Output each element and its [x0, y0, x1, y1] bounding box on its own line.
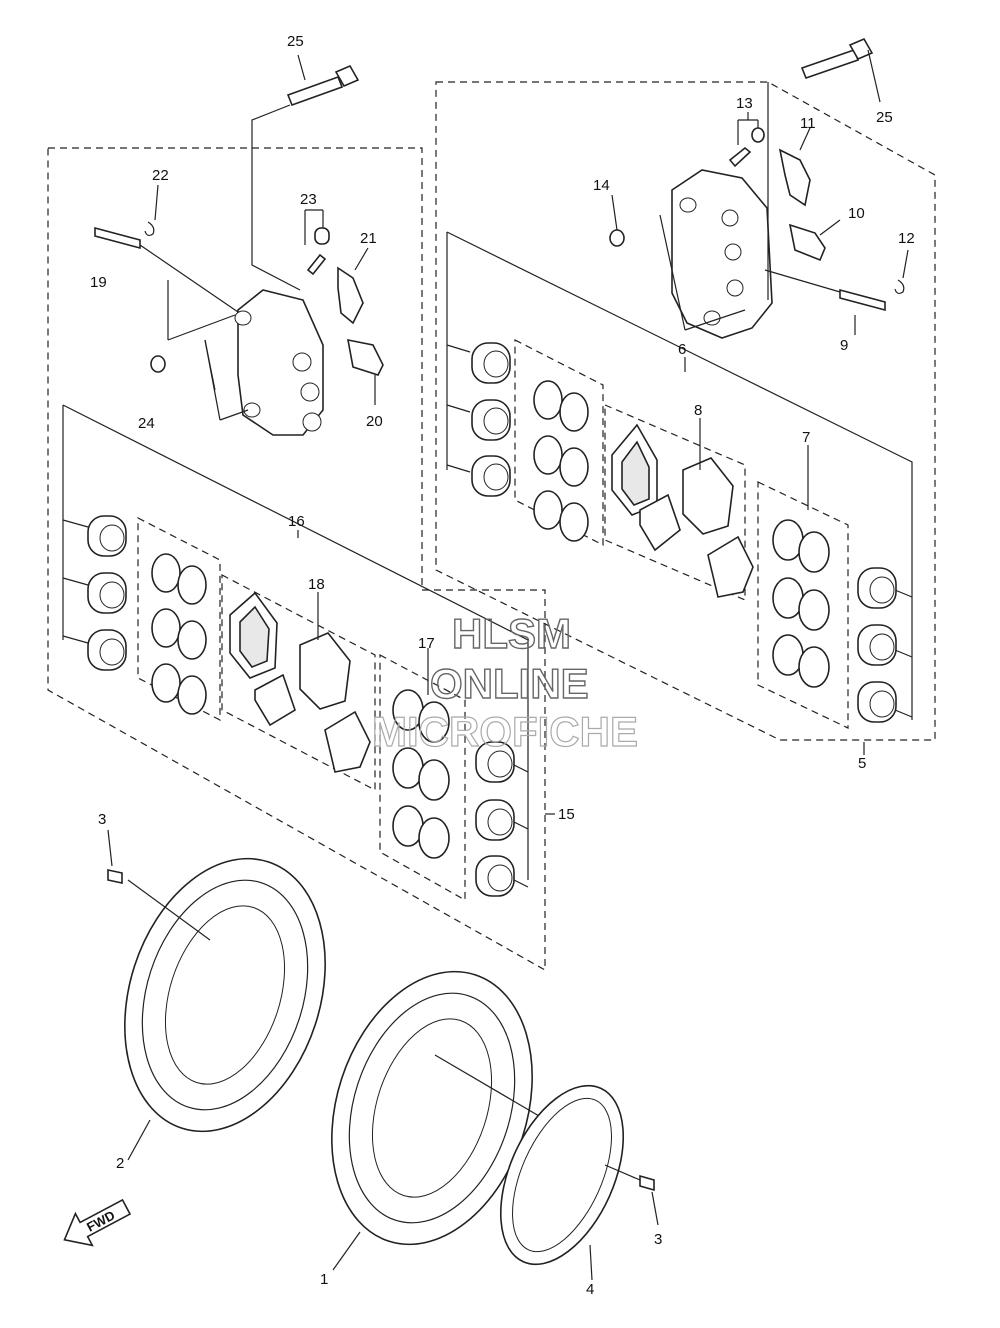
right-seals-7	[772, 519, 830, 688]
assembly-box-5	[435, 81, 936, 741]
left-pistons-outer	[62, 515, 127, 671]
callout-23: 23	[300, 191, 317, 208]
callout-10: 10	[848, 205, 865, 222]
bleed-screw-13	[728, 112, 765, 168]
left-brake-pads	[229, 591, 371, 773]
callout-22: 22	[152, 167, 169, 184]
pad-pin-9	[764, 269, 886, 335]
pad-pin-19	[94, 226, 239, 313]
bolt-25-left	[251, 54, 360, 291]
right-pistons-inner	[857, 567, 913, 723]
callout-12: 12	[898, 230, 915, 247]
washer-24	[150, 355, 166, 373]
callout-1: 1	[320, 1271, 328, 1288]
washer-14	[609, 229, 625, 247]
callout-11: 11	[800, 115, 816, 132]
callout-7: 7	[802, 429, 810, 446]
pad-spring-21	[337, 266, 364, 325]
left-pistons-inner	[475, 741, 529, 897]
seal-kit-box-right	[514, 339, 604, 546]
pad-spring-10	[788, 223, 826, 262]
watermark-line3: MICROFICHE	[372, 708, 638, 755]
callout-25-right: 25	[876, 109, 893, 126]
callout-21: 21	[360, 230, 377, 247]
assembly-box-15	[47, 147, 546, 972]
callout-14: 14	[593, 177, 610, 194]
right-caliper-body	[659, 169, 773, 339]
kit-16-bracket	[62, 404, 529, 880]
callout-3-left: 3	[98, 811, 106, 828]
fwd-arrow-icon: FWD	[63, 1198, 132, 1247]
right-seals-upper	[533, 380, 589, 542]
brake-disc-1	[331, 970, 581, 1271]
disc-bolt-3-right	[604, 1164, 659, 1226]
pad-box-8	[604, 404, 746, 601]
callout-16: 16	[288, 513, 305, 530]
left-caliper-body	[167, 280, 324, 436]
sensor-ring-4	[499, 1084, 625, 1281]
callout-6: 6	[678, 341, 686, 358]
seal-kit-box-left	[137, 517, 221, 721]
callout-25-left: 25	[287, 33, 304, 50]
callout-3-right: 3	[654, 1231, 662, 1248]
left-seals-upper	[151, 553, 207, 715]
callout-17: 17	[418, 635, 435, 652]
callout-24: 24	[138, 415, 155, 432]
callout-20: 20	[366, 413, 383, 430]
bleed-screw-23	[304, 209, 330, 276]
callout-18: 18	[308, 576, 325, 593]
pad-spring-11	[778, 148, 811, 207]
callout-15: 15	[558, 806, 575, 823]
callout-19: 19	[90, 274, 107, 291]
seal-kit-box-17	[379, 654, 466, 902]
watermark-line1: HLSM	[452, 610, 571, 657]
left-seals-17	[392, 689, 450, 859]
callout-2: 2	[116, 1155, 124, 1172]
fwd-label: FWD	[84, 1208, 117, 1235]
kit-6-bracket	[446, 231, 913, 720]
seal-kit-box-7	[757, 481, 849, 729]
pin-clip-12	[894, 279, 905, 295]
bolt-25-right	[800, 37, 881, 103]
right-pistons-outer	[446, 342, 511, 497]
pad-spring-20	[346, 338, 384, 376]
right-brake-pads	[611, 423, 754, 598]
callout-4: 4	[586, 1281, 594, 1298]
callout-5: 5	[858, 755, 866, 772]
brake-disc-2	[124, 857, 326, 1161]
callout-8: 8	[694, 402, 702, 419]
callout-9: 9	[840, 337, 848, 354]
watermark-line2: ONLINE	[430, 660, 589, 707]
disc-bolt-3-left	[107, 829, 123, 884]
pin-clip-22	[144, 221, 155, 237]
callout-13: 13	[736, 95, 753, 112]
